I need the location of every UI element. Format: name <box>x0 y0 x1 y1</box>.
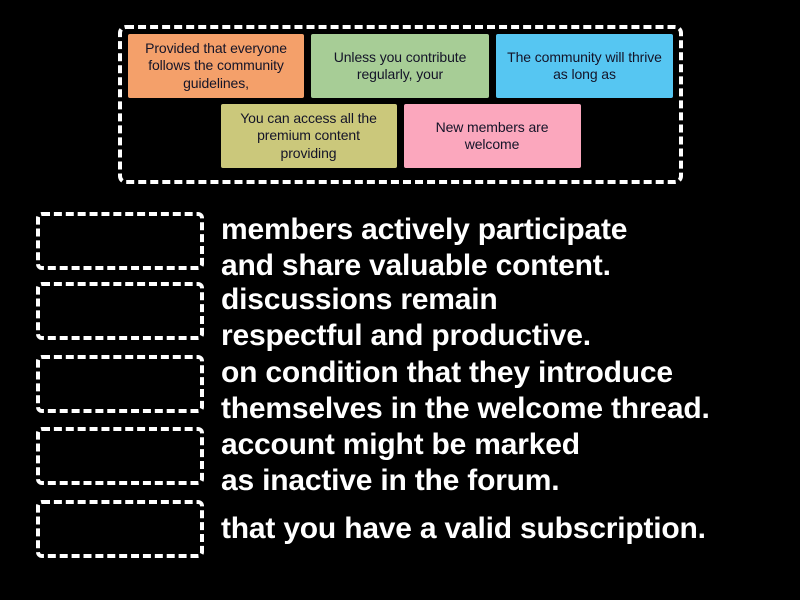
answer-row: discussions remain respectful and produc… <box>36 282 796 354</box>
tile-label: New members are welcome <box>435 118 549 153</box>
answer-line: discussions remain <box>221 283 498 316</box>
answer-area: members actively participate and share v… <box>36 205 796 565</box>
answer-line: and share valuable content. <box>221 249 611 282</box>
draggable-tile-provided-that[interactable]: Provided that everyone follows the commu… <box>128 34 305 98</box>
answer-row: account might be marked as inactive in t… <box>36 427 796 499</box>
answer-text-3: on condition that they introduce themsel… <box>221 355 710 427</box>
empty-drop-zone-4[interactable] <box>36 427 204 485</box>
empty-drop-zone-2[interactable] <box>36 282 204 340</box>
answer-text-1: members actively participate and share v… <box>221 212 627 284</box>
answer-row: that you have a valid subscription. <box>36 500 796 558</box>
tile-bank-row-2: You can access all the premium content p… <box>128 104 673 168</box>
answer-text-4: account might be marked as inactive in t… <box>221 427 580 499</box>
answer-text-5: that you have a valid subscription. <box>221 500 706 547</box>
answer-line: that you have a valid subscription. <box>221 512 706 545</box>
tile-label: The community will thrive as long as <box>507 48 662 83</box>
empty-drop-zone-5[interactable] <box>36 500 204 558</box>
answer-line: account might be marked <box>221 428 580 461</box>
empty-drop-zone-1[interactable] <box>36 212 204 270</box>
tile-label: You can access all the premium content p… <box>240 109 377 161</box>
answer-text-2: discussions remain respectful and produc… <box>221 282 591 354</box>
answer-line: members actively participate <box>221 213 628 246</box>
answer-line: themselves in the welcome thread. <box>221 392 710 425</box>
empty-drop-zone-3[interactable] <box>36 355 204 413</box>
tile-bank: Provided that everyone follows the commu… <box>118 25 683 184</box>
tile-label: Provided that everyone follows the commu… <box>145 39 287 91</box>
draggable-tile-unless-you[interactable]: Unless you contribute regularly, your <box>311 34 489 98</box>
draggable-tile-the-community-will[interactable]: The community will thrive as long as <box>496 34 673 98</box>
answer-line: on condition that they introduce <box>221 356 673 389</box>
draggable-tile-new-members[interactable]: New members are welcome <box>403 104 581 168</box>
tile-label: Unless you contribute regularly, your <box>333 48 467 83</box>
tile-bank-row-1: Provided that everyone follows the commu… <box>128 34 673 98</box>
answer-row: on condition that they introduce themsel… <box>36 355 796 427</box>
answer-line: respectful and productive. <box>221 319 591 352</box>
answer-line: as inactive in the forum. <box>221 464 560 497</box>
draggable-tile-you-can-access[interactable]: You can access all the premium content p… <box>220 104 397 168</box>
answer-row: members actively participate and share v… <box>36 212 796 284</box>
